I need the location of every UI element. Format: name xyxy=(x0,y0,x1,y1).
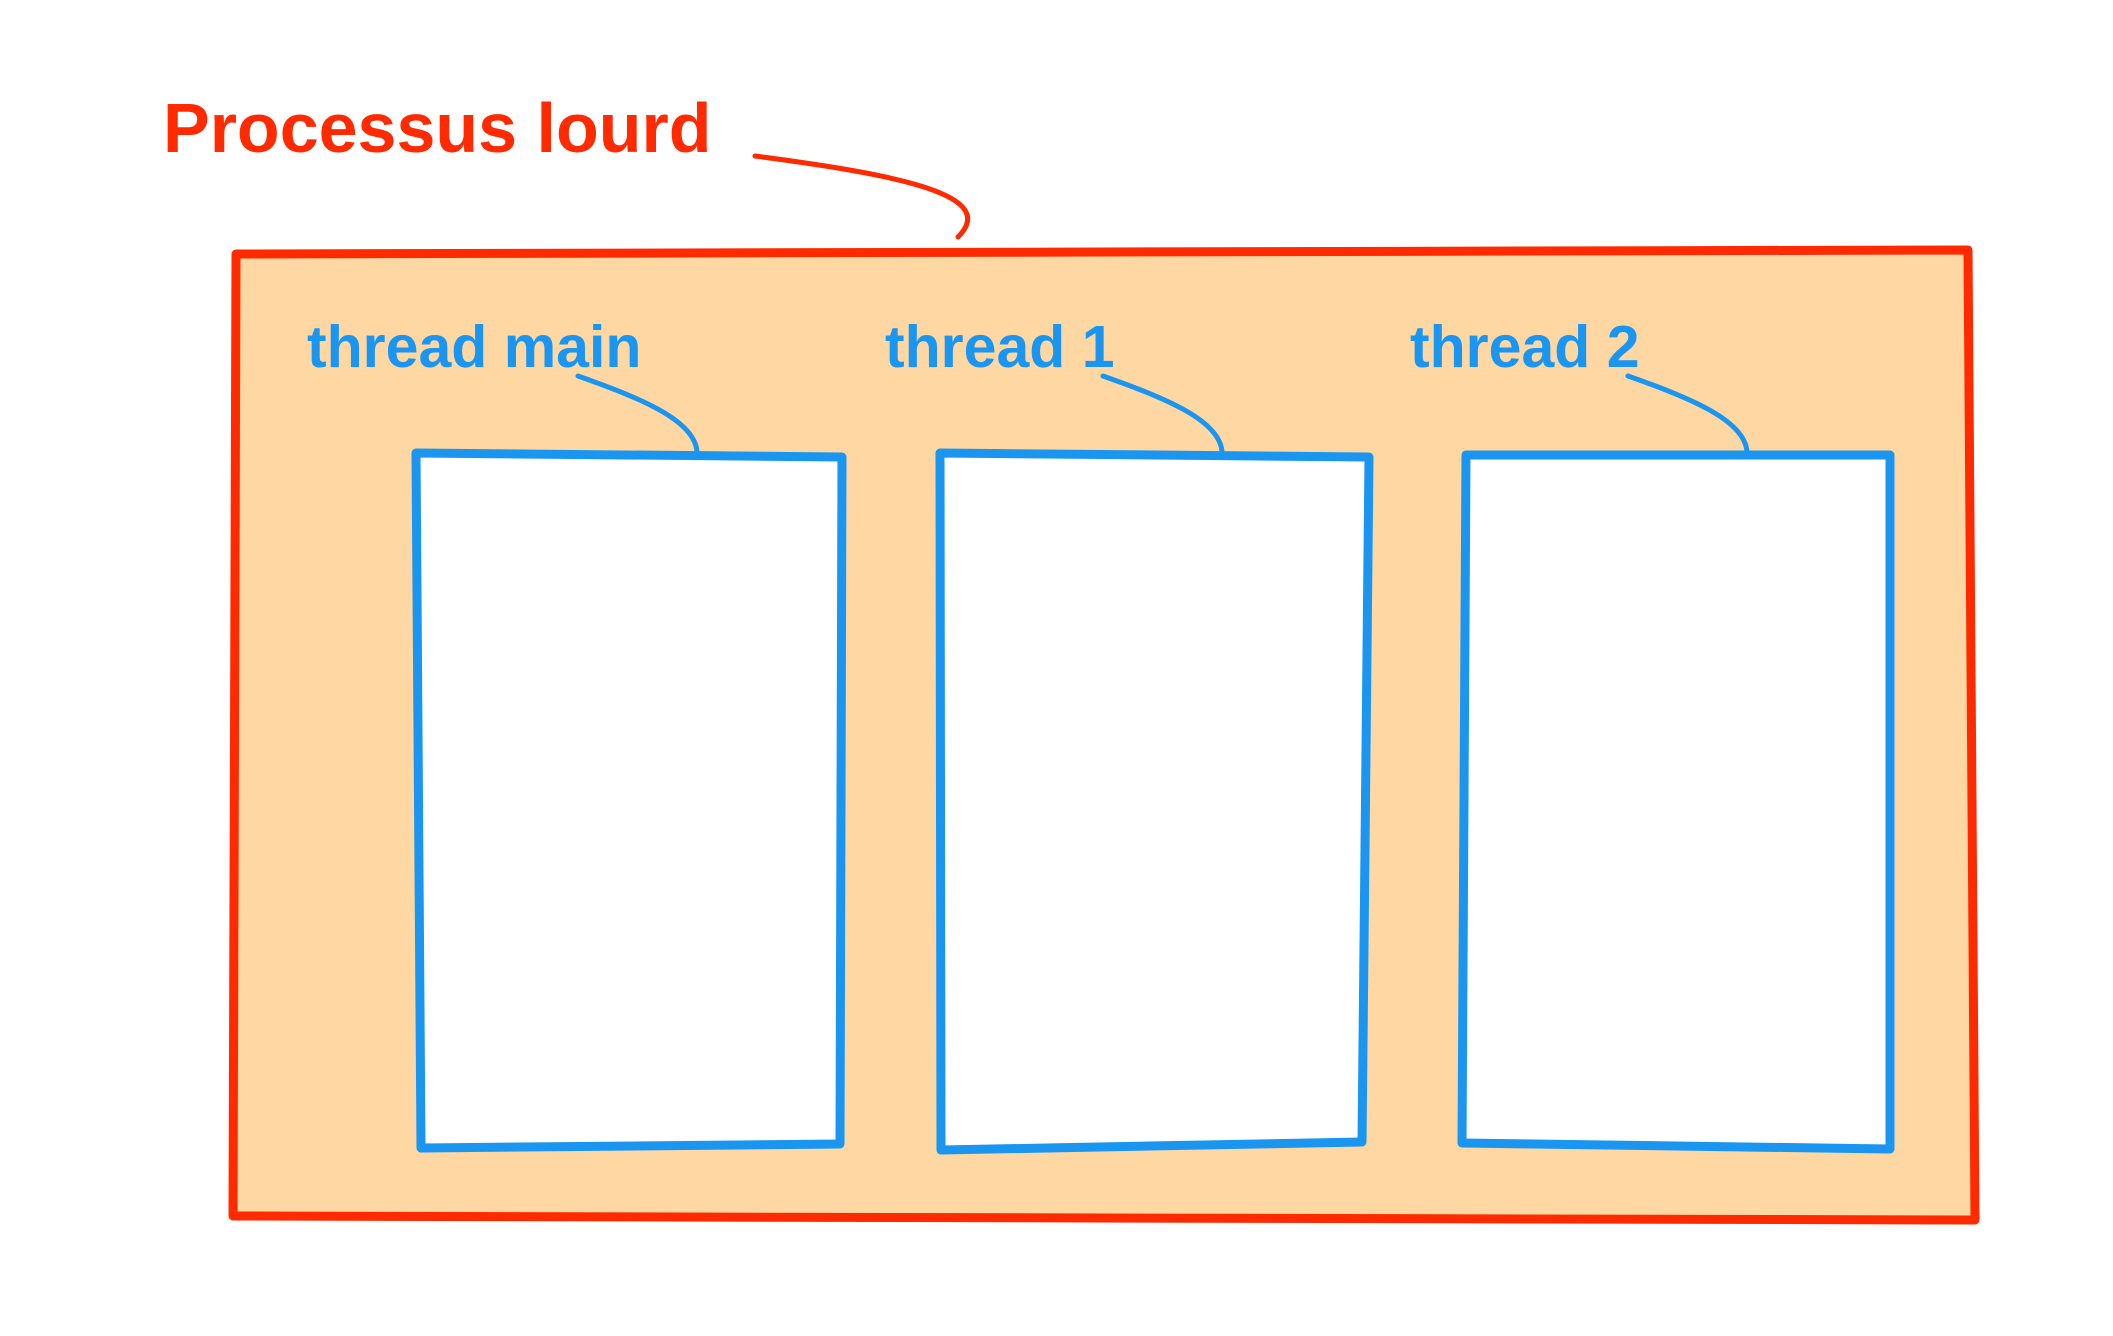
thread-main-box xyxy=(411,448,847,1153)
process-callout-line xyxy=(752,153,971,240)
thread-2-box xyxy=(1457,450,1895,1154)
thread-main-group: thread main xyxy=(307,314,847,1153)
thread-main-label: thread main xyxy=(307,314,641,380)
thread-main-callout-line xyxy=(575,373,700,455)
thread-1-callout-line xyxy=(1100,373,1225,455)
thread-1-label: thread 1 xyxy=(885,314,1115,380)
thread-1-box xyxy=(935,448,1374,1155)
process-title: Processus lourd xyxy=(163,89,712,167)
thread-2-label: thread 2 xyxy=(1410,314,1640,380)
thread-2-group: thread 2 xyxy=(1410,314,1895,1154)
thread-1-group: thread 1 xyxy=(885,314,1374,1155)
thread-2-callout-line xyxy=(1625,373,1750,455)
